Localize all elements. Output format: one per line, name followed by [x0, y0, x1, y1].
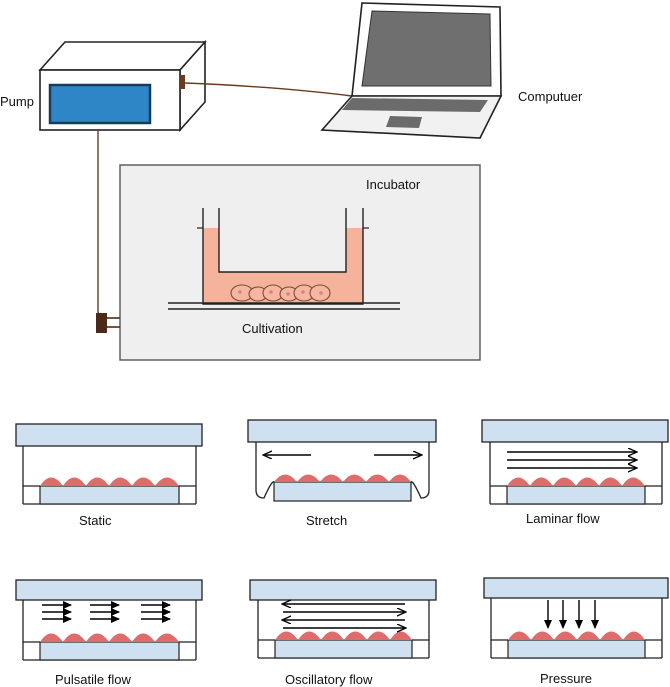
- laminar-cells: [507, 477, 645, 486]
- cultivation-well: [168, 208, 400, 310]
- pump-label: Pump: [0, 94, 34, 109]
- panel-laminar-flow: [481, 419, 669, 505]
- panel-static: [15, 423, 203, 505]
- stretch-cells: [274, 474, 411, 482]
- laminar-lid: [481, 419, 669, 443]
- panel-oscillatory-flow: [249, 579, 437, 659]
- laminar-arrows: [507, 452, 636, 468]
- laminar-flow-label: Laminar flow: [526, 511, 600, 526]
- pump-screen: [48, 83, 152, 125]
- pump-incubator-cable: [97, 130, 101, 319]
- stretch-membrane: [273, 481, 412, 502]
- pulsatile-membrane: [39, 641, 180, 661]
- stretch-label: Stretch: [306, 513, 347, 528]
- laptop-computer: [320, 2, 503, 139]
- computer-label: Computuer: [518, 89, 583, 104]
- panel-stretch: [247, 419, 437, 502]
- pulsatile-flow-label: Pulsatile flow: [55, 672, 131, 687]
- pulsatile-lid: [15, 579, 203, 601]
- laminar-membrane: [506, 485, 646, 505]
- static-lid: [15, 423, 203, 447]
- incubator-label: Incubator: [366, 177, 421, 192]
- laptop-keyboard: [342, 98, 488, 112]
- incubator-connector: [96, 313, 120, 333]
- panel-pressure: [483, 577, 669, 659]
- pump: [38, 39, 207, 133]
- oscillatory-lid: [249, 579, 437, 601]
- static-cells: [40, 477, 179, 486]
- oscillatory-flow-label: Oscillatory flow: [285, 672, 373, 687]
- pressure-label: Pressure: [540, 671, 592, 686]
- pump-computer-cable: [184, 82, 353, 97]
- pressure-membrane: [507, 639, 646, 659]
- pressure-arrows: [544, 600, 599, 629]
- cultivation-label: Cultivation: [242, 321, 303, 336]
- pulsatile-cells: [40, 633, 179, 642]
- pressure-lid: [483, 577, 669, 599]
- stretch-lid: [247, 419, 437, 443]
- oscillatory-arrows: [283, 604, 405, 628]
- pressure-cells: [508, 631, 645, 640]
- panel-pulsatile-flow: [15, 579, 203, 661]
- cultivated-cells: [230, 284, 331, 302]
- static-membrane: [39, 485, 180, 505]
- pulsatile-arrows: [42, 601, 171, 623]
- oscillatory-cells: [275, 631, 412, 640]
- oscillatory-membrane: [274, 639, 413, 659]
- static-label: Static: [79, 513, 112, 528]
- laptop-screen: [361, 10, 492, 87]
- pump-port: [179, 75, 185, 89]
- laptop-trackpad: [386, 116, 422, 128]
